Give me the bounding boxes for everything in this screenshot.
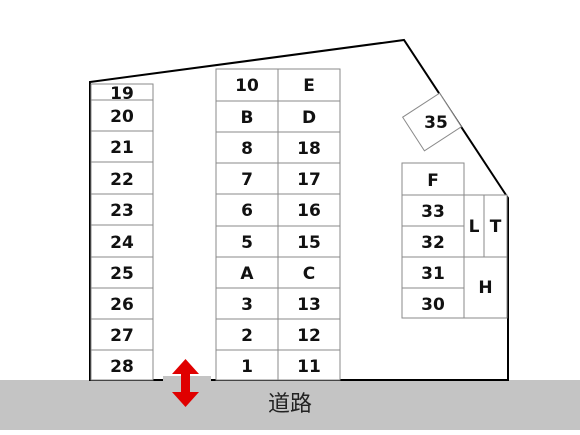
stall-T-label: T — [490, 217, 502, 237]
stall-7-label: 7 — [241, 170, 253, 190]
stall-B-label: B — [241, 108, 254, 128]
stall-2 — [215, 318, 279, 351]
stall-A-label: A — [240, 264, 254, 284]
stall-E-label: E — [303, 76, 315, 96]
stall-24-label: 24 — [110, 233, 134, 253]
stall-L-label: L — [469, 217, 480, 237]
stall-E — [277, 68, 341, 102]
stall-12 — [277, 318, 341, 351]
stall-24 — [90, 224, 154, 258]
stall-B — [215, 100, 279, 133]
stall-27-label: 27 — [110, 326, 134, 346]
middle-column: 10 E B D 8 18 7 17 6 16 5 15 A C 3 13 2 — [215, 68, 341, 381]
stall-3 — [215, 287, 279, 320]
stall-D-label: D — [302, 108, 316, 128]
stall-8-label: 8 — [241, 139, 253, 159]
stall-25-label: 25 — [110, 264, 134, 284]
stall-5 — [215, 225, 279, 258]
stall-15-label: 15 — [297, 233, 321, 253]
stall-21-label: 21 — [110, 138, 134, 158]
left-column: 19 20 21 22 23 24 25 26 27 28 — [90, 83, 154, 381]
stall-8 — [215, 131, 279, 164]
stall-35-label: 35 — [424, 113, 448, 133]
stall-6-label: 6 — [241, 201, 253, 221]
road-label: 道路 — [267, 392, 312, 417]
stall-11 — [277, 349, 341, 381]
stall-33 — [401, 194, 465, 227]
stall-D — [277, 100, 341, 133]
stall-28 — [90, 349, 154, 381]
stall-28-label: 28 — [110, 357, 134, 377]
stall-30-label: 30 — [421, 295, 445, 315]
stall-15 — [277, 225, 341, 258]
stall-F-label: F — [427, 171, 439, 191]
stall-10-label: 10 — [235, 76, 259, 96]
stall-H-label: H — [478, 278, 492, 298]
stall-35 — [401, 92, 463, 152]
stall-18-label: 18 — [297, 139, 321, 159]
stall-27 — [90, 318, 154, 351]
stall-33-label: 33 — [421, 202, 445, 222]
stall-22 — [90, 161, 154, 195]
stall-19-label: 19 — [110, 84, 134, 104]
stall-13-label: 13 — [297, 295, 321, 315]
double-arrow-vertical-icon — [172, 359, 199, 407]
stall-3-label: 3 — [241, 295, 253, 315]
stall-C-label: C — [303, 264, 315, 284]
stall-H — [463, 256, 508, 319]
stall-17 — [277, 162, 341, 195]
stall-12-label: 12 — [297, 326, 321, 346]
stall-2-label: 2 — [241, 326, 253, 346]
stall-5-label: 5 — [241, 233, 253, 253]
stall-22-label: 22 — [110, 170, 134, 190]
stall-20-label: 20 — [110, 107, 134, 127]
stall-25 — [90, 256, 154, 289]
stall-23-label: 23 — [110, 201, 134, 221]
stall-C — [277, 256, 341, 289]
stall-31 — [401, 256, 465, 289]
stall-1 — [215, 349, 279, 381]
stall-23 — [90, 193, 154, 226]
stall-1-label: 1 — [241, 357, 253, 377]
stall-32-label: 32 — [421, 233, 445, 253]
stall-16 — [277, 193, 341, 227]
stall-11-label: 11 — [297, 357, 321, 377]
stall-20 — [90, 99, 154, 132]
stall-F — [401, 162, 465, 196]
stall-26-label: 26 — [110, 295, 134, 315]
stall-31-label: 31 — [421, 264, 445, 284]
road — [0, 380, 580, 430]
stall-17-label: 17 — [297, 170, 321, 190]
right-column: F 33 32 31 30 L T H — [401, 162, 508, 319]
stall-16-label: 16 — [297, 201, 321, 221]
